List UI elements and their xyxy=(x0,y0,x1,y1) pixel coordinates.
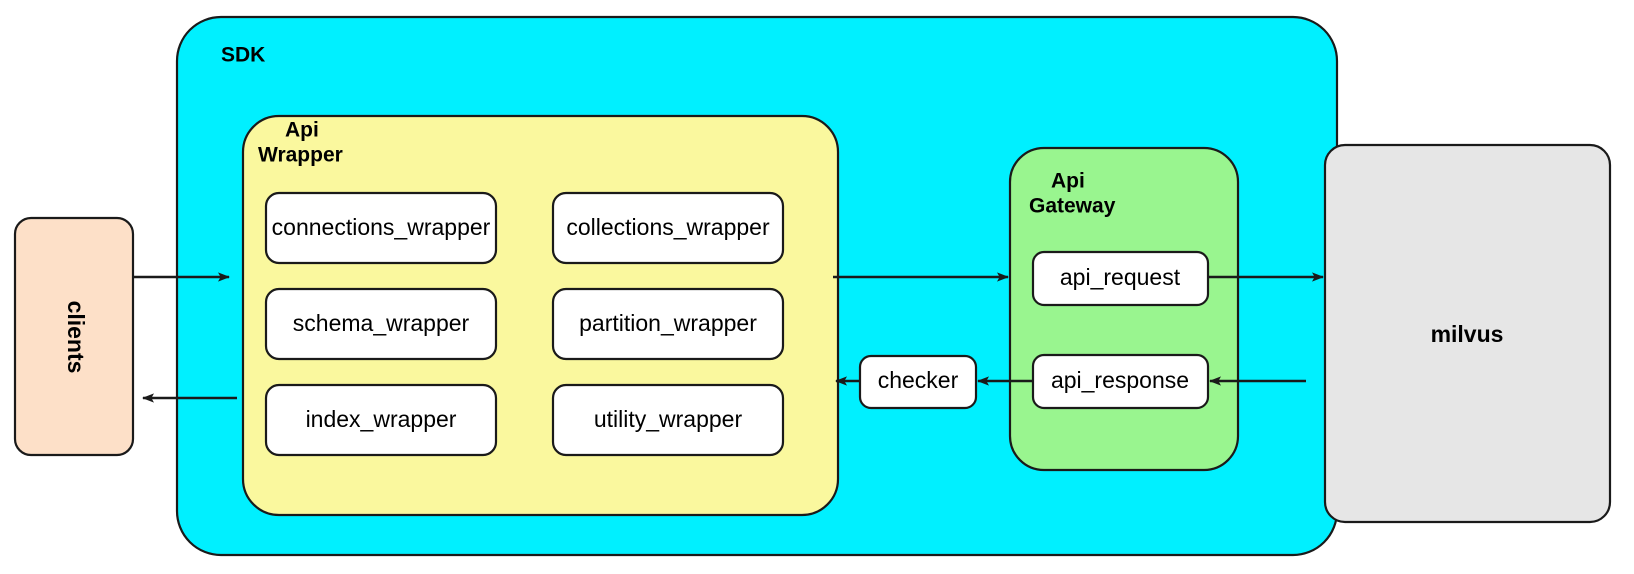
clients-box[interactable] xyxy=(13,216,135,457)
index-wrapper-box[interactable] xyxy=(264,383,498,457)
partition-wrapper-box[interactable] xyxy=(551,287,785,361)
checker-label: checker xyxy=(878,367,959,393)
api-wrapper-title-line1: Api xyxy=(285,119,319,142)
schema-wrapper-box[interactable] xyxy=(264,287,498,361)
api-request-label: api_request xyxy=(1060,264,1181,290)
collections-wrapper-box[interactable] xyxy=(551,191,785,265)
sdk-title: SDK xyxy=(221,44,265,67)
schema-wrapper-label: schema_wrapper xyxy=(293,310,470,336)
api-response-box[interactable] xyxy=(1031,353,1210,410)
api-gateway-title-line1: Api xyxy=(1051,170,1085,193)
milvus-label: milvus xyxy=(1431,321,1504,347)
connections-wrapper-label: connections_wrapper xyxy=(272,214,491,240)
index-wrapper-label: index_wrapper xyxy=(306,406,457,432)
checker-box[interactable] xyxy=(858,354,978,410)
collections-wrapper-label: collections_wrapper xyxy=(566,214,770,240)
partition-wrapper-label: partition_wrapper xyxy=(579,310,757,336)
api-response-label: api_response xyxy=(1051,367,1189,393)
milvus-box[interactable] xyxy=(1323,143,1612,524)
utility-wrapper-label: utility_wrapper xyxy=(594,406,743,432)
connections-wrapper-box[interactable] xyxy=(264,191,498,265)
api-request-box[interactable] xyxy=(1031,250,1210,307)
clients-label: clients xyxy=(63,301,89,374)
api-gateway-title-line2: Gateway xyxy=(1029,195,1116,218)
api-wrapper-title-line2: Wrapper xyxy=(258,144,343,167)
utility-wrapper-box[interactable] xyxy=(551,383,785,457)
